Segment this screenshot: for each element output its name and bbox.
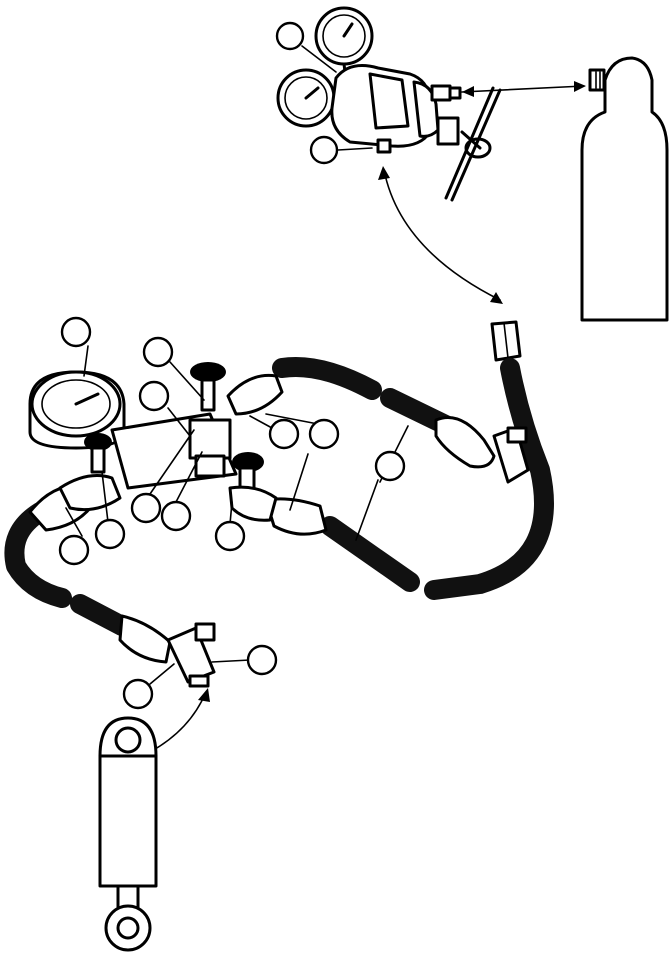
callout-manifold-gauge <box>60 316 92 348</box>
connection-arrow-valve-accumulator <box>149 688 210 753</box>
callout-regulator-gauge <box>275 21 305 51</box>
callout-manifold-nut-right <box>308 418 340 450</box>
connection-arrow-regulator-hose <box>378 166 503 304</box>
regulator-gauge-lower-icon <box>276 68 336 128</box>
callout-manifold-tee <box>138 380 170 412</box>
pressure-regulator <box>276 6 502 202</box>
callout-bubbles <box>58 21 406 710</box>
callout-manifold-valve <box>142 336 174 368</box>
callout-manifold-body-2 <box>160 500 192 532</box>
callout-left-valve <box>94 518 126 550</box>
connection-arrow-regulator-cylinder <box>461 81 586 97</box>
callout-accumulator-fitting <box>122 678 154 710</box>
manifold-left-valve-icon <box>84 433 112 474</box>
callout-manifold-body-3 <box>214 520 246 552</box>
callout-manifold-body-1 <box>130 492 162 524</box>
accumulator-charging-valve <box>166 622 216 688</box>
manifold-pressure-gauge-icon <box>28 370 126 450</box>
callout-regulator-fitting <box>309 135 339 165</box>
manifold-right-valve-icon <box>232 452 264 492</box>
regulator-gauge-upper-icon <box>314 6 374 82</box>
charging-manifold <box>28 362 284 522</box>
callout-hose-right <box>374 450 406 482</box>
manifold-top-valve-icon <box>190 362 226 412</box>
callout-manifold-port-right <box>268 418 300 450</box>
callout-leaders <box>65 45 409 685</box>
hose-regulator-to-manifold <box>272 320 554 600</box>
callout-accumulator-valve <box>246 644 278 676</box>
callout-left-fitting <box>58 534 90 566</box>
nitrogen-cylinder <box>580 56 669 322</box>
accumulator-cylinder <box>98 716 158 952</box>
